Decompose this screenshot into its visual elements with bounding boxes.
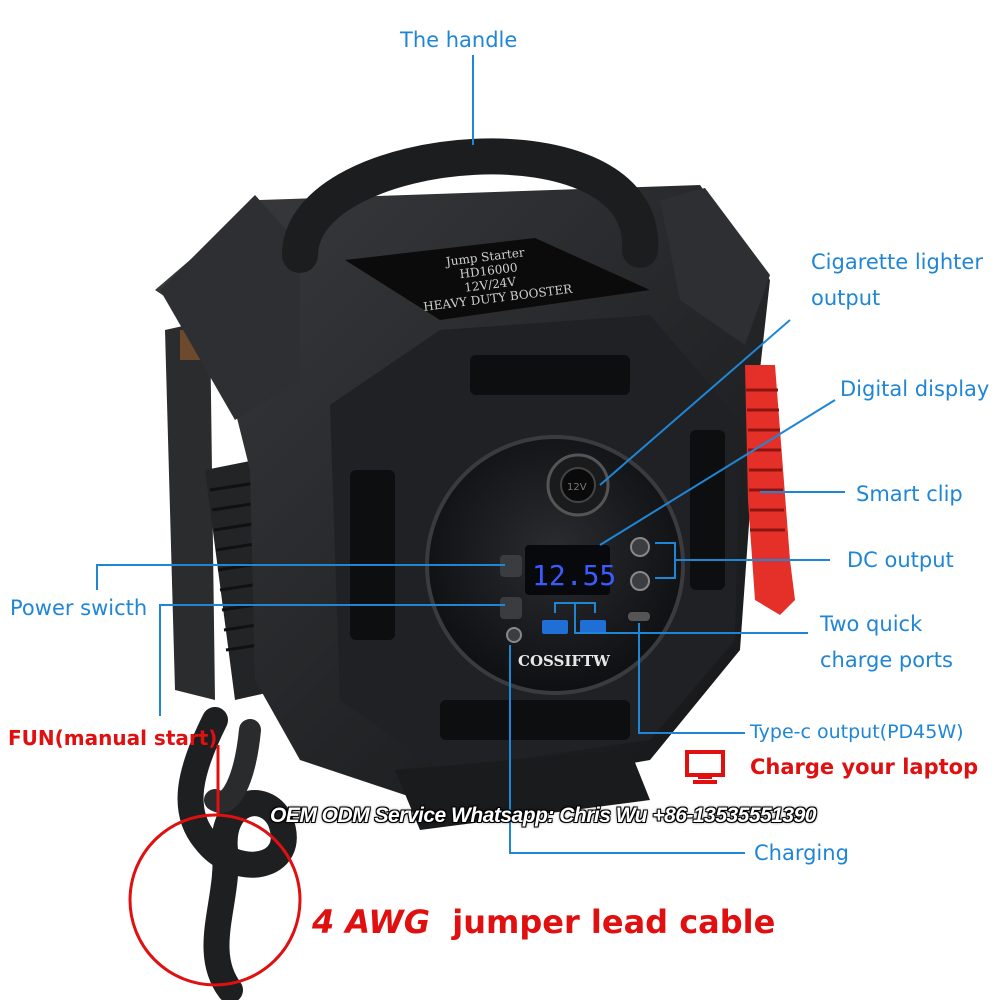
handle-label: The handle xyxy=(400,28,518,52)
cigarette-lighter-label-2: output xyxy=(811,286,881,310)
cable-title-rest: jumper lead cable xyxy=(452,903,776,941)
top-label-line-3: 12V/24V xyxy=(463,275,517,295)
leader-lines xyxy=(96,55,845,854)
red-clamp xyxy=(745,365,795,615)
digital-display-label: Digital display xyxy=(840,377,990,401)
jumper-cable xyxy=(177,707,297,1000)
laptop-monitor-icon xyxy=(685,750,725,784)
smart-clip-label: Smart clip xyxy=(856,482,963,506)
oem-watermark: OEM ODM Service Whatsapp: Chris Wu +86-1… xyxy=(270,804,816,827)
cable-title-awg: 4 AWG xyxy=(312,903,430,941)
cable-callout-circle xyxy=(128,813,302,987)
device-body xyxy=(155,185,770,830)
cable-title: 4 AWG jumper lead cable xyxy=(312,903,775,941)
quick-charge-label-1: Two quick xyxy=(820,612,923,636)
typec-label: Type-c output(PD45W) xyxy=(750,721,964,743)
brand-label: COSSIFTW xyxy=(518,652,611,670)
handle xyxy=(282,138,659,273)
cigarette-lighter-label-1: Cigarette lighter xyxy=(811,250,983,274)
fun-manual-start-label: FUN(manual start) xyxy=(8,726,218,750)
quick-charge-label-2: charge ports xyxy=(820,648,953,672)
charge-laptop-label: Charge your laptop xyxy=(750,755,979,779)
charging-label: Charging xyxy=(754,841,849,865)
power-switch-label: Power swicth xyxy=(10,596,148,620)
socket-label: 12V xyxy=(567,482,587,493)
dc-output-label: DC output xyxy=(847,548,954,572)
lcd-digits: 12.55 xyxy=(532,559,616,592)
